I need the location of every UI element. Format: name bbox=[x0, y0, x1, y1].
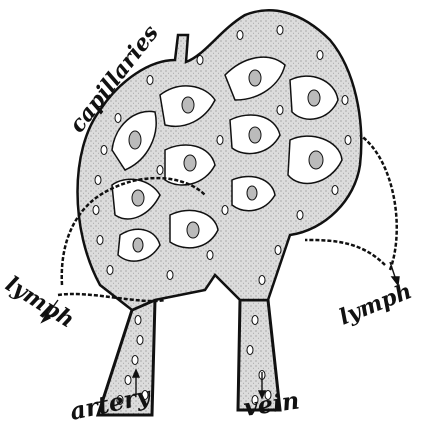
lymph-right-label: lymph bbox=[336, 278, 416, 331]
lymph-left-label: lymph bbox=[1, 271, 79, 333]
